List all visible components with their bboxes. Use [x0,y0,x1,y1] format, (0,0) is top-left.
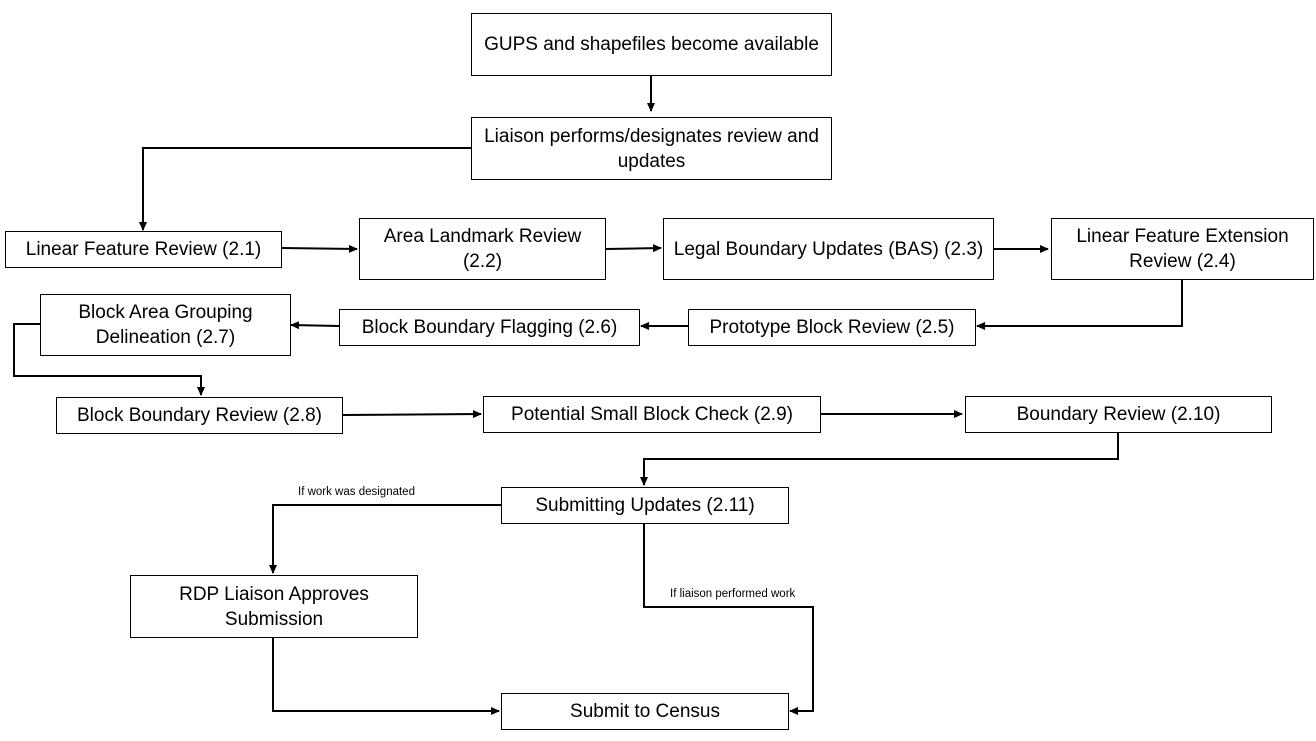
node-block-boundary-review: Block Boundary Review (2.8) [56,397,343,434]
arrow-liaison-to-linear-feature [139,147,471,231]
edge-label-performed: If liaison performed work [670,588,796,600]
node-submitting-updates: Submitting Updates (2.11) [501,487,789,524]
node-linear-feature-review: Linear Feature Review (2.1) [5,231,282,268]
node-block-area-grouping-delineation: Block Area Grouping Delineation (2.7) [40,294,291,356]
arrow-bag-to-block-boundary-review [13,323,205,396]
arrow-flagging-to-bag [290,321,340,330]
arrow-area-to-legal-boundary [605,244,662,253]
node-prototype-block-review: Prototype Block Review (2.5) [688,309,976,346]
node-area-landmark-review: Area Landmark Review (2.2) [359,218,606,280]
arrow-block-review-to-small-block [342,410,482,419]
arrow-rdp-to-census [272,637,500,715]
node-potential-small-block-check: Potential Small Block Check (2.9) [483,396,821,433]
arrow-submitting-to-rdp [269,504,501,574]
node-legal-boundary-updates: Legal Boundary Updates (BAS) (2.3) [663,218,994,280]
node-liaison-review: Liaison performs/designates review and u… [471,117,832,180]
arrow-linear-to-area-landmark [281,244,358,253]
node-block-boundary-flagging: Block Boundary Flagging (2.6) [339,309,640,346]
arrow-submitting-to-census [643,523,814,715]
node-submit-to-census: Submit to Census [501,693,789,730]
arrow-boundary-review-to-submitting [640,432,1119,486]
node-boundary-review: Boundary Review (2.10) [965,396,1272,433]
node-gups: GUPS and shapefiles become available [471,13,832,76]
node-rdp-liaison-approves: RDP Liaison Approves Submission [130,575,418,638]
node-linear-feature-extension-review: Linear Feature Extension Review (2.4) [1051,218,1314,280]
arrow-extension-to-prototype [976,280,1183,330]
edge-label-designated: If work was designated [298,486,415,498]
